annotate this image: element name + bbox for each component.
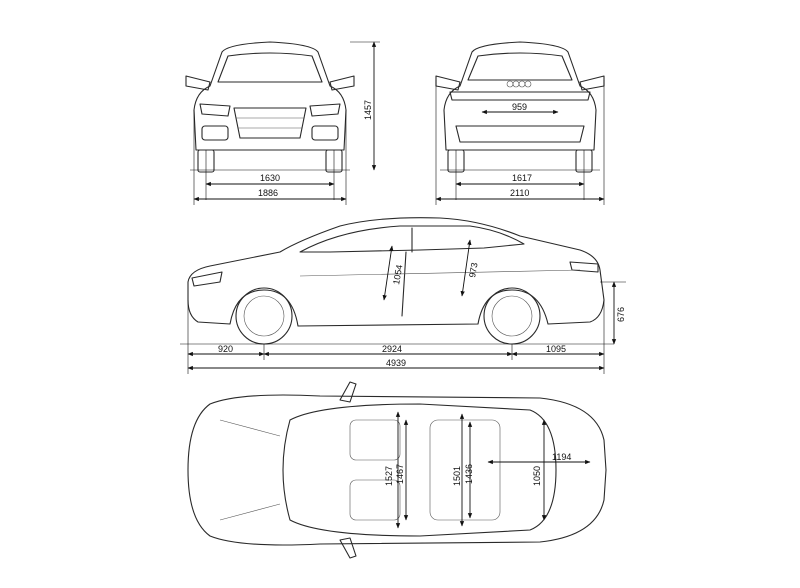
- rear-window: [467, 52, 573, 81]
- front-view: [185, 41, 355, 173]
- rear-lightbar: [449, 91, 591, 101]
- front-headlight-right: [309, 103, 341, 117]
- side-headlight: [191, 271, 223, 287]
- rear-headroom-label: 973: [467, 262, 479, 279]
- side-body: [187, 217, 605, 327]
- length-label: 4939: [386, 358, 406, 368]
- trunk-width-label: 1050: [532, 466, 542, 486]
- height-label: 1457: [363, 100, 373, 120]
- length-dimensions: 920 2924 1095 4939: [187, 300, 605, 374]
- top-mirror-right: [339, 537, 357, 559]
- side-rear-wheel: [483, 287, 541, 345]
- rear-width-label: 2110: [510, 188, 529, 198]
- trunk-opening-label: 959: [512, 102, 527, 112]
- side-front-wheel: [235, 287, 293, 345]
- side-windows: [299, 225, 525, 253]
- trunk-length-label: 1194: [552, 452, 571, 462]
- side-view: 1054 973 676: [180, 217, 626, 345]
- rear-shoulder-label: 1501: [452, 466, 462, 486]
- front-track-label: 1630: [260, 173, 280, 183]
- rear-height-label: 676: [616, 307, 626, 322]
- rear-hip-label: 1436: [464, 464, 474, 484]
- front-body: [193, 41, 347, 151]
- front-hip-label: 1467: [395, 464, 405, 484]
- top-mirror-left: [339, 381, 357, 403]
- rear-body: [443, 41, 597, 151]
- wheelbase-label: 2924: [382, 344, 402, 354]
- front-mirror-left: [185, 75, 211, 91]
- rear-view: [435, 41, 605, 173]
- top-view: 1527 1467 1501 1436 1194 1050: [187, 381, 607, 559]
- front-shoulder-label: 1527: [384, 466, 394, 486]
- front-overhang-label: 920: [218, 344, 233, 354]
- front-mirror-right: [329, 75, 355, 91]
- front-width-label: 1886: [258, 188, 278, 198]
- top-cabin: [282, 403, 557, 537]
- side-taillight: [569, 261, 599, 273]
- rear-overhang-label: 1095: [546, 344, 566, 354]
- front-rear-dimensions: 1457 1630 1886 959 1617 2110: [193, 41, 605, 205]
- front-headroom-label: 1054: [391, 264, 404, 285]
- front-windshield: [217, 52, 323, 83]
- rear-track-label: 1617: [512, 173, 532, 183]
- front-headlight-left: [199, 103, 231, 117]
